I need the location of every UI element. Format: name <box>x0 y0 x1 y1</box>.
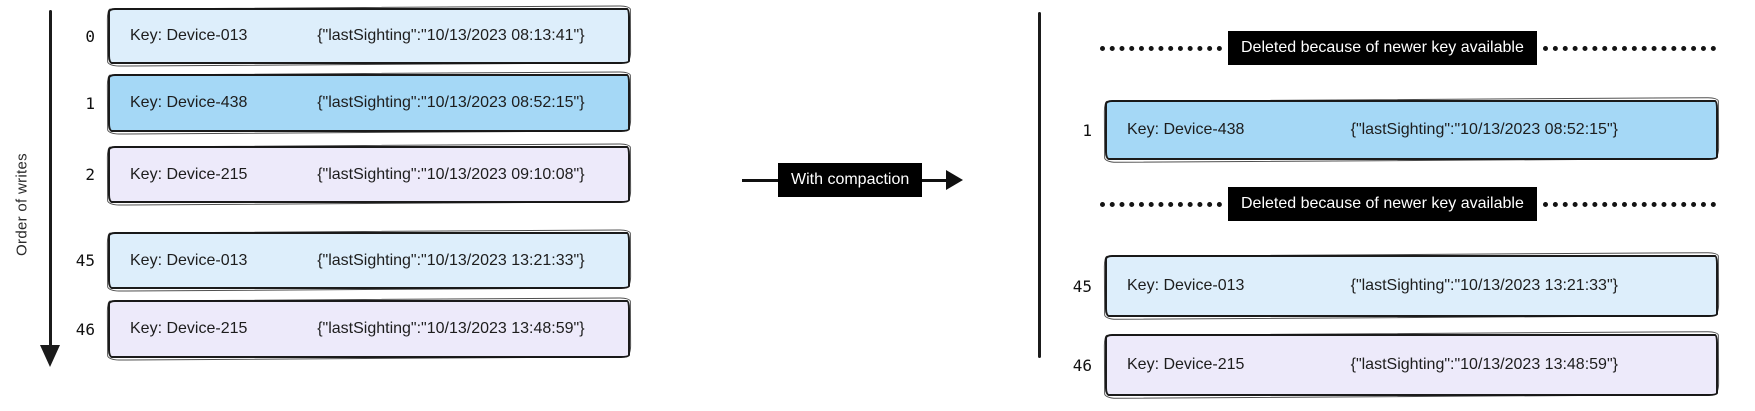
record-key: Key: Device-215 <box>1127 356 1245 373</box>
record-key: Key: Device-438 <box>1127 121 1245 138</box>
left-log-row-0: 0 Key: Device-013 {"lastSighting":"10/13… <box>59 8 630 64</box>
log-record: Key: Device-013 {"lastSighting":"10/13/2… <box>108 232 630 289</box>
record-index: 45 <box>1072 276 1092 296</box>
with-compaction-arrow: With compaction <box>742 161 964 199</box>
log-record: Key: Device-215 {"lastSighting":"10/13/2… <box>108 146 630 203</box>
dotted-line <box>1542 45 1716 51</box>
dotted-line <box>1100 201 1222 207</box>
left-log-row-45: 45 Key: Device-013 {"lastSighting":"10/1… <box>59 232 630 289</box>
log-record: Key: Device-438 {"lastSighting":"10/13/2… <box>1105 100 1718 160</box>
left-log-row-1: 1 Key: Device-438 {"lastSighting":"10/13… <box>59 74 630 132</box>
record-index: 46 <box>75 319 95 339</box>
left-log-row-2: 2 Key: Device-215 {"lastSighting":"10/13… <box>59 146 630 203</box>
record-value: {"lastSighting":"10/13/2023 13:21:33"} <box>317 251 585 269</box>
right-arrow-icon <box>946 170 964 190</box>
record-value: {"lastSighting":"10/13/2023 13:21:33"} <box>1350 277 1618 294</box>
record-key: Key: Device-438 <box>130 94 248 111</box>
compacted-log-row-46: 46 Key: Device-215 {"lastSighting":"10/1… <box>1056 334 1718 396</box>
record-key: Key: Device-013 <box>130 251 248 269</box>
record-key: Key: Device-215 <box>130 165 248 183</box>
arrow-shaft <box>922 178 947 182</box>
log-record: Key: Device-013 {"lastSighting":"10/13/2… <box>108 8 630 64</box>
record-value: {"lastSighting":"10/13/2023 13:48:59"} <box>1350 356 1618 373</box>
compacted-log-baseline <box>1038 12 1041 358</box>
record-index: 1 <box>1082 120 1092 140</box>
record-index: 45 <box>75 251 95 270</box>
record-index: 2 <box>85 165 95 184</box>
record-index: 46 <box>1072 355 1092 375</box>
order-of-writes-axis-line <box>49 10 52 346</box>
log-record: Key: Device-215 {"lastSighting":"10/13/2… <box>1105 334 1718 396</box>
compacted-log-row-1: 1 Key: Device-438 {"lastSighting":"10/13… <box>1056 100 1718 160</box>
log-record: Key: Device-013 {"lastSighting":"10/13/2… <box>1105 255 1718 317</box>
log-record: Key: Device-438 {"lastSighting":"10/13/2… <box>108 74 630 132</box>
dotted-line <box>1542 201 1716 207</box>
left-log-row-46: 46 Key: Device-215 {"lastSighting":"10/1… <box>59 300 630 358</box>
record-key: Key: Device-013 <box>1127 277 1245 294</box>
deleted-marker: Deleted because of newer key available <box>1100 185 1716 223</box>
record-value: {"lastSighting":"10/13/2023 08:52:15"} <box>317 94 585 111</box>
record-value: {"lastSighting":"10/13/2023 08:52:15"} <box>1350 121 1618 138</box>
down-arrow-icon <box>40 345 60 367</box>
record-value: {"lastSighting":"10/13/2023 08:13:41"} <box>317 27 585 44</box>
record-key: Key: Device-013 <box>130 27 248 44</box>
deleted-label: Deleted because of newer key available <box>1228 186 1537 222</box>
log-record: Key: Device-215 {"lastSighting":"10/13/2… <box>108 300 630 358</box>
record-value: {"lastSighting":"10/13/2023 09:10:08"} <box>317 165 585 183</box>
record-index: 1 <box>85 93 95 113</box>
arrow-shaft <box>742 178 778 182</box>
dotted-line <box>1100 45 1222 51</box>
deleted-marker: Deleted because of newer key available <box>1100 29 1716 67</box>
record-value: {"lastSighting":"10/13/2023 13:48:59"} <box>317 320 585 337</box>
with-compaction-label: With compaction <box>778 162 923 198</box>
record-index: 0 <box>85 26 95 46</box>
axis-label: Order of writes <box>13 153 31 256</box>
compacted-log-row-45: 45 Key: Device-013 {"lastSighting":"10/1… <box>1056 255 1718 317</box>
deleted-label: Deleted because of newer key available <box>1228 30 1537 66</box>
record-key: Key: Device-215 <box>130 320 248 337</box>
